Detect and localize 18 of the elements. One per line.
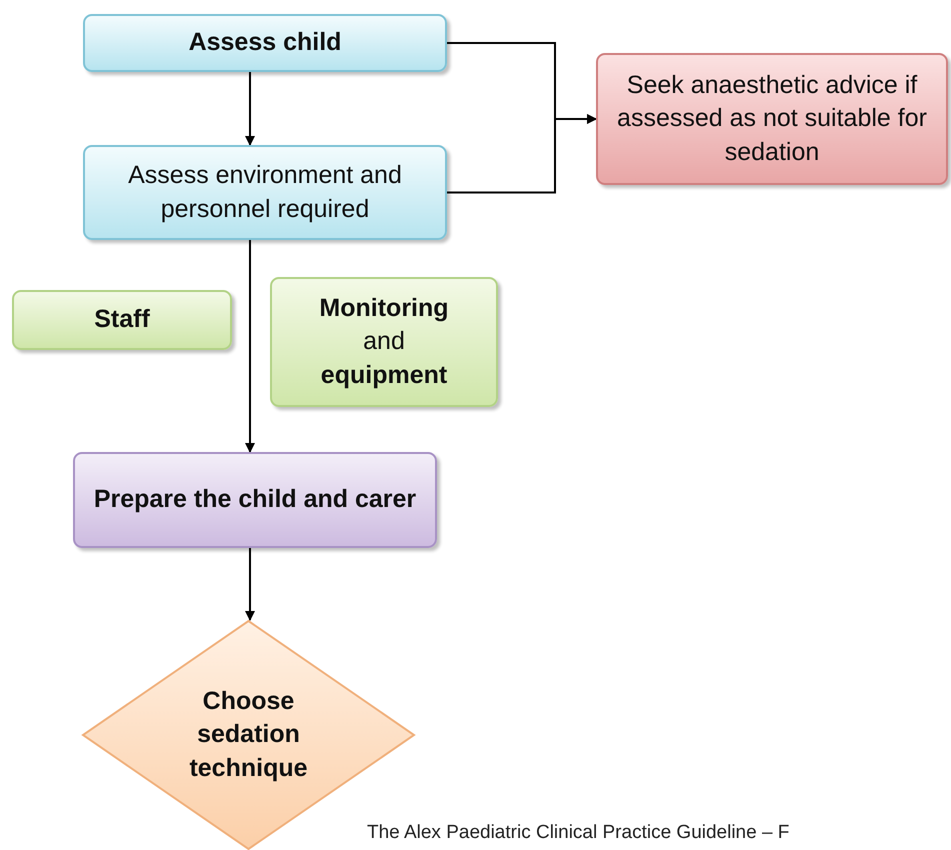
node-label: Assess child (188, 27, 342, 58)
arrow (447, 114, 597, 194)
process-box (12, 290, 232, 350)
node-label: Staff (94, 304, 150, 336)
arrow (245, 72, 255, 146)
process-box (83, 145, 447, 240)
node-label: Monitoring and equipment (318, 293, 450, 391)
arrow (245, 240, 255, 453)
process-box (83, 14, 447, 72)
node-label: Assess environment and personnel required (127, 160, 403, 224)
process-box (73, 452, 437, 548)
footer-note: The Alex Paediatric Clinical Practice Guideline – F (367, 822, 790, 844)
node-label: Choose sedation technique (188, 686, 309, 784)
process-box (596, 53, 948, 185)
node-label: Seek anaesthetic advice if assessed as not suitable for sedation (616, 70, 928, 168)
process-box (270, 277, 498, 407)
node-label: Prepare the child and carer (94, 484, 416, 516)
arrow (245, 548, 255, 621)
